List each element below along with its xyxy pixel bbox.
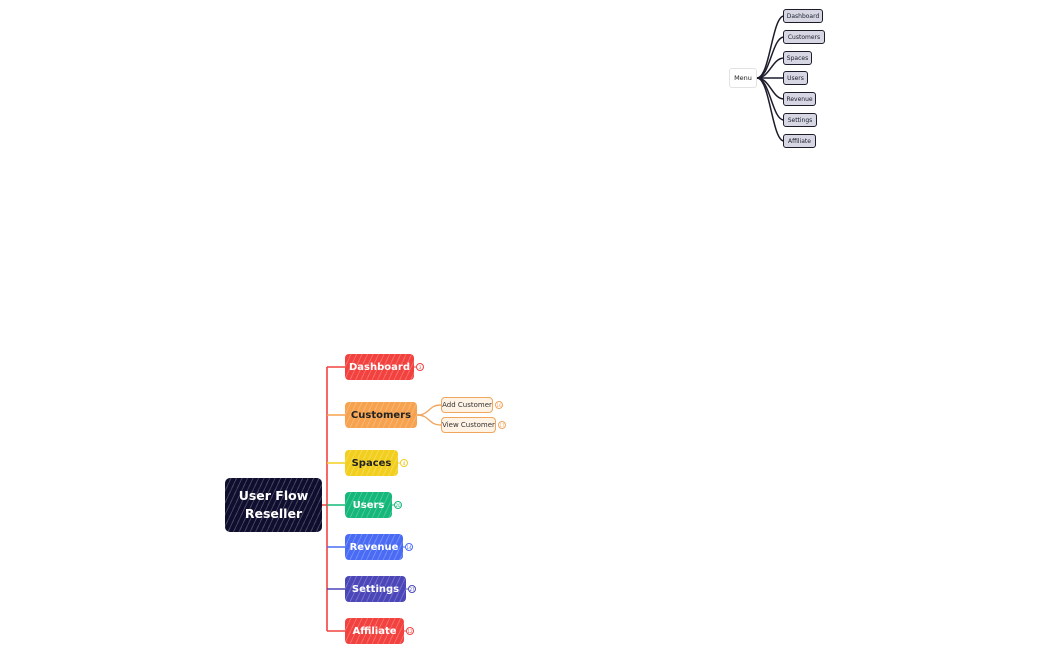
node-dashboard[interactable]: Dashboard [345,354,414,380]
connector-add-customer [416,404,442,416]
node-spaces[interactable]: Spaces [345,450,398,476]
menu-item-settings[interactable]: Settings [783,113,817,127]
node-revenue[interactable]: Revenue [345,534,403,560]
node-revenue-label: Revenue [349,541,399,553]
node-view-customer-label: View Customer [442,421,495,429]
menu-root-label: Menu [734,74,752,82]
settings-count-badge: 27 [408,585,416,593]
menu-item-users[interactable]: Users [783,71,808,85]
connector-trunk [322,367,328,631]
dashboard-count-badge: 3 [416,363,424,371]
menu-item-revenue[interactable]: Revenue [783,92,816,106]
menu-item-spaces[interactable]: Spaces [783,51,812,65]
node-spaces-label: Spaces [351,457,392,469]
node-customers[interactable]: Customers [345,402,417,428]
menu-item-affiliate[interactable]: Affiliate [783,134,816,148]
node-users[interactable]: Users [345,492,392,518]
menu-root-node[interactable]: Menu [729,68,757,88]
node-affiliate-label: Affiliate [352,625,397,637]
spaces-count-badge: 4 [400,459,408,467]
node-dashboard-label: Dashboard [349,361,410,373]
revenue-count-badge: 14 [405,543,413,551]
menu-item-dashboard[interactable]: Dashboard [783,9,823,23]
node-add-customer-label: Add Customer [442,401,492,409]
affiliate-count-badge: 12 [406,627,414,635]
root-title-line2: Reseller [244,506,303,521]
root-node[interactable]: User Flow Reseller [225,478,322,532]
node-add-customer[interactable]: Add Customer [441,397,493,413]
node-view-customer[interactable]: View Customer [441,417,496,433]
node-settings-label: Settings [351,583,400,595]
node-users-label: Users [352,499,385,511]
menu-item-customers[interactable]: Customers [783,30,825,44]
view-customer-count-badge: 17 [498,421,506,429]
add-customer-count-badge: 16 [495,401,503,409]
menu-connectors [756,15,785,142]
node-affiliate[interactable]: Affiliate [345,618,404,644]
users-count-badge: 20 [394,501,402,509]
node-customers-label: Customers [350,409,412,421]
connector-view-customer [416,414,442,426]
node-settings[interactable]: Settings [345,576,406,602]
root-title-line1: User Flow [238,488,309,503]
